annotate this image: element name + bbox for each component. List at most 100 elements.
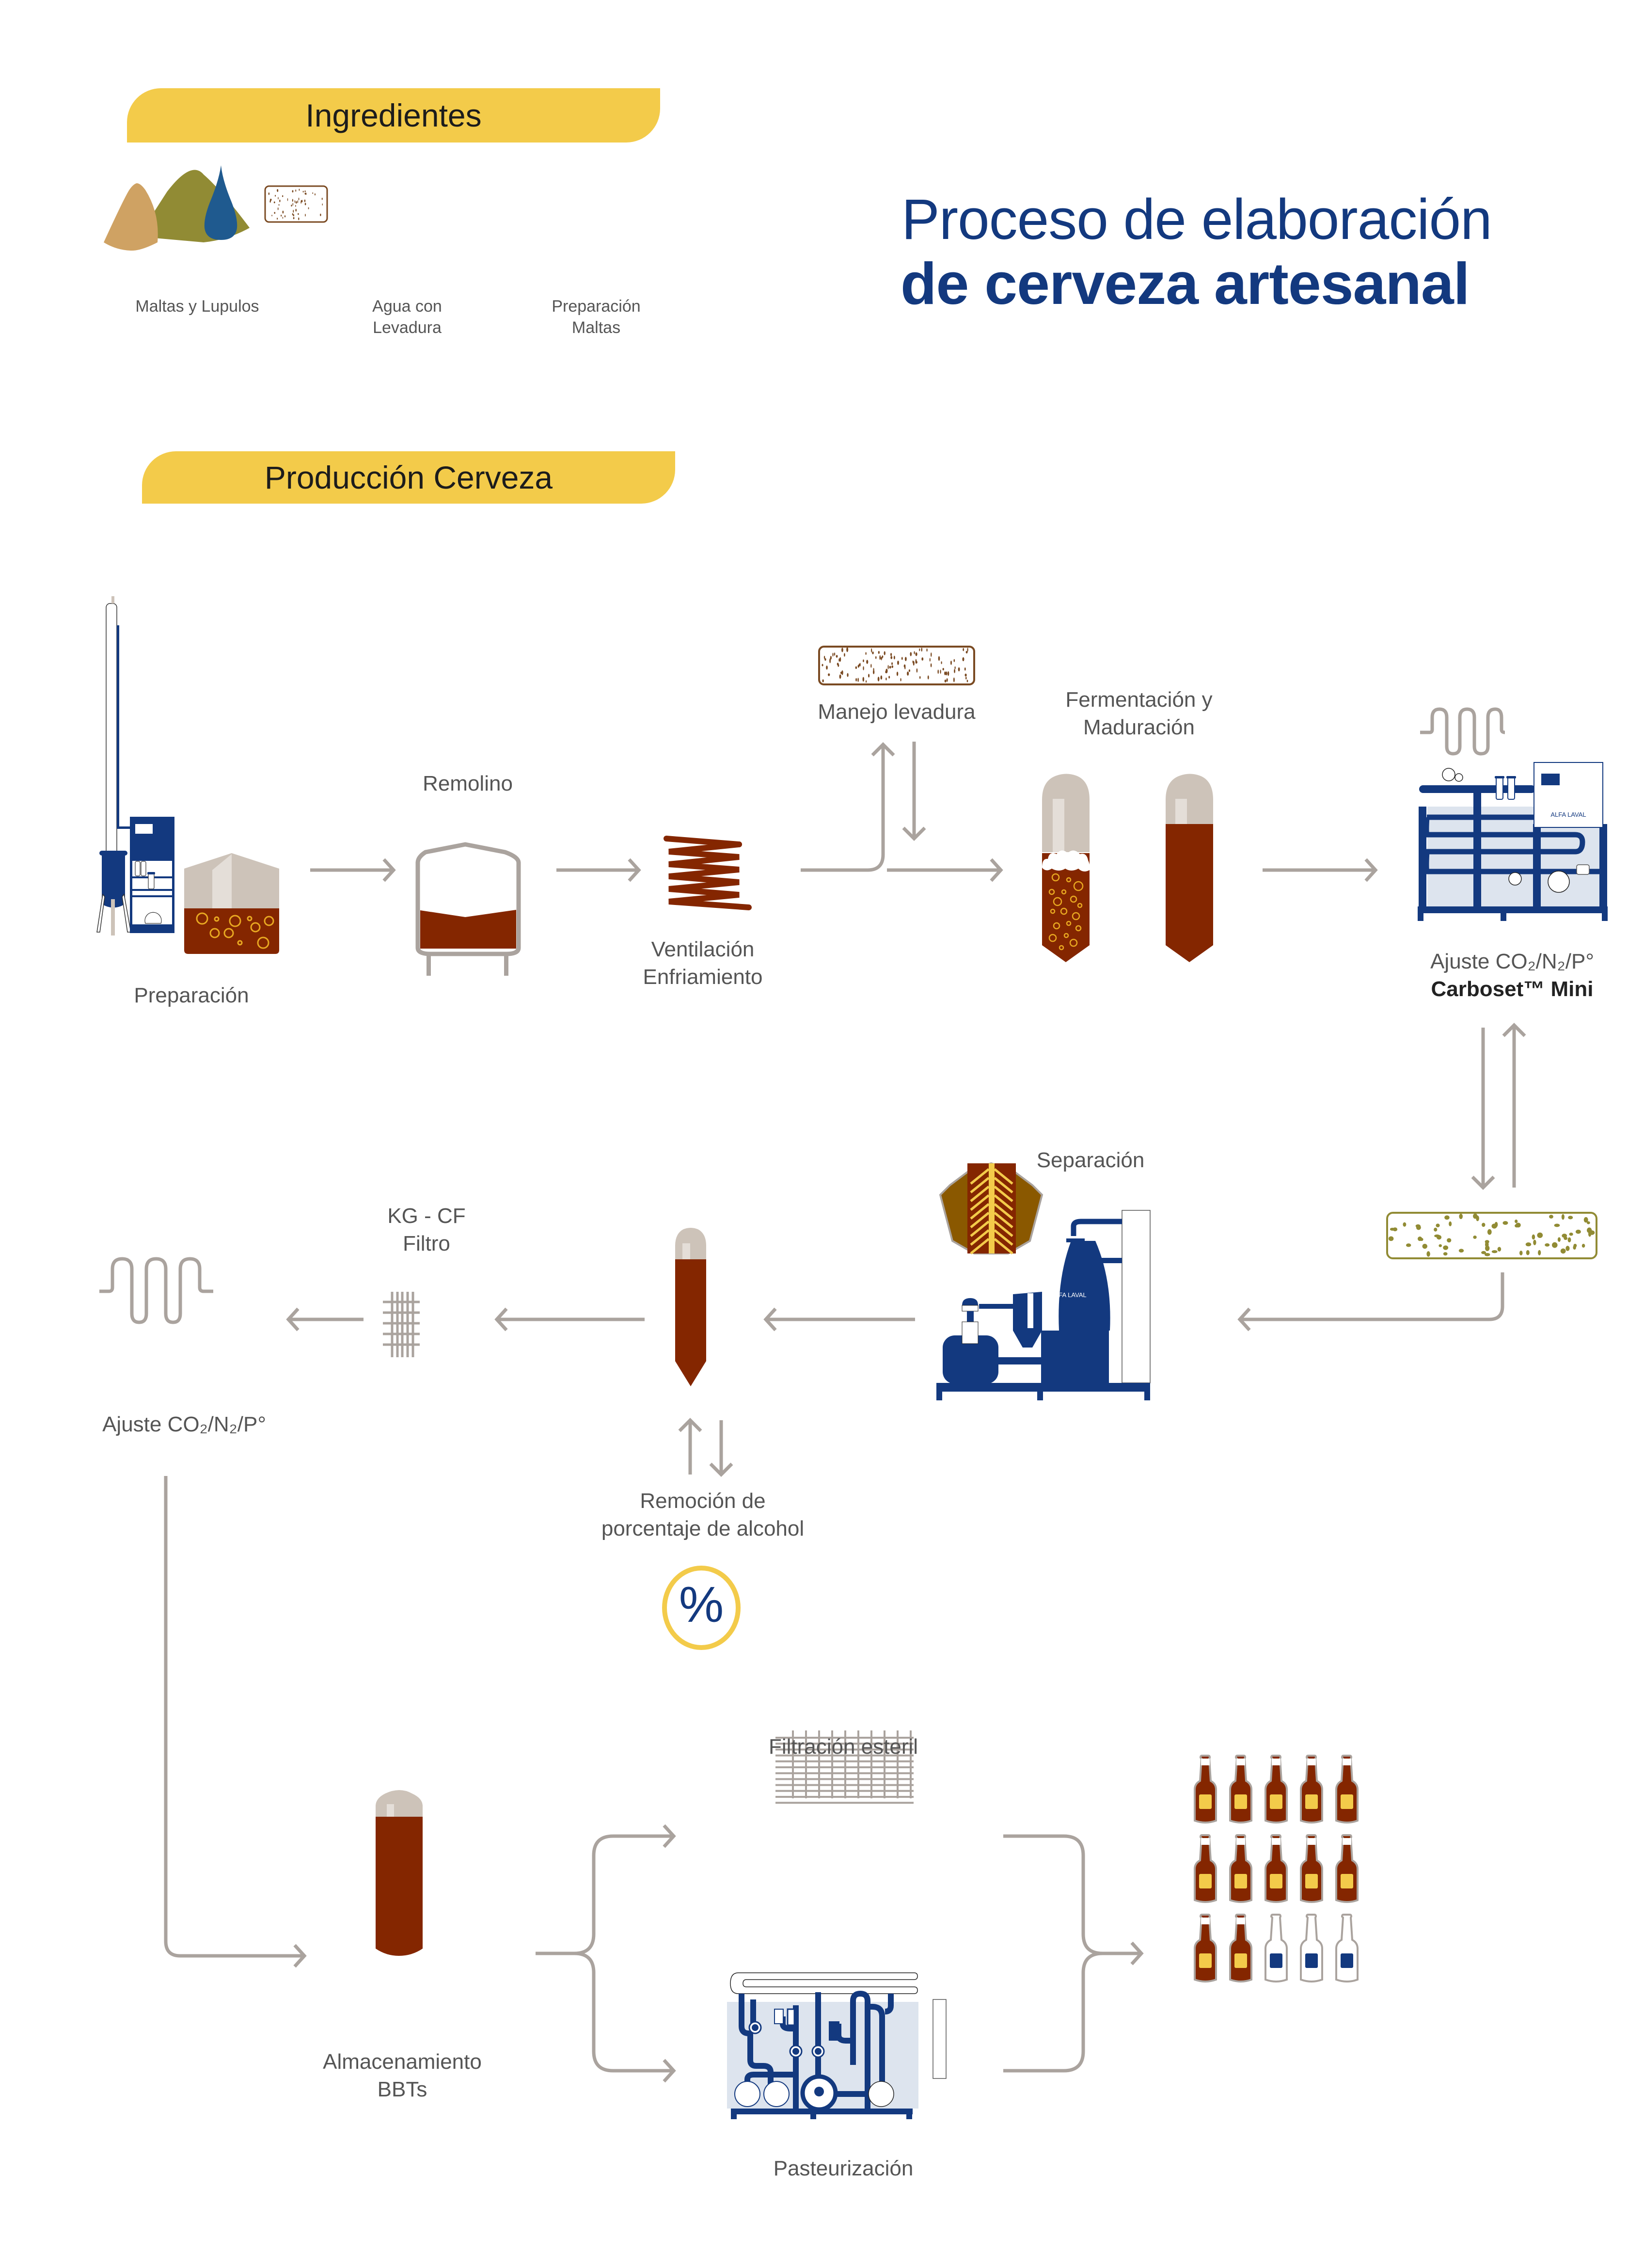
bottle-neck-air bbox=[1236, 1918, 1245, 1924]
speck bbox=[1526, 1250, 1530, 1255]
bottle-label bbox=[1341, 1794, 1353, 1809]
speck bbox=[823, 655, 825, 659]
speck bbox=[847, 673, 849, 677]
speck bbox=[964, 667, 966, 671]
bottle-body bbox=[1194, 1755, 1217, 1824]
serpentine-pipe-icon-left bbox=[99, 1257, 213, 1324]
speck bbox=[1554, 1223, 1560, 1227]
bottle-label bbox=[1270, 1953, 1282, 1968]
speck bbox=[1538, 1250, 1541, 1255]
speck bbox=[299, 189, 300, 191]
speck bbox=[844, 653, 845, 657]
label-ventilacion-enfriamiento: Ventilación Enfriamiento bbox=[623, 936, 783, 991]
bottle-label bbox=[1305, 1874, 1318, 1888]
arrow-yeast-to-separacion bbox=[1237, 1272, 1504, 1332]
label-remolino: Remolino bbox=[388, 770, 548, 797]
bottle-neck-air bbox=[1343, 1759, 1351, 1765]
speck bbox=[1586, 1221, 1590, 1224]
beer-bottle-icon bbox=[1194, 1914, 1217, 1983]
beer-bottle-icon bbox=[1229, 1755, 1252, 1824]
speck bbox=[965, 677, 967, 680]
sterile-filter-icon bbox=[775, 1730, 914, 1804]
speck bbox=[1552, 1242, 1558, 1248]
speck bbox=[958, 667, 960, 672]
bottle-label bbox=[1270, 1794, 1282, 1809]
disc-line bbox=[994, 1177, 1013, 1193]
speck bbox=[872, 651, 874, 654]
speck bbox=[1459, 1213, 1463, 1220]
speck bbox=[1390, 1227, 1395, 1231]
arrow-remolino-ventilacion bbox=[556, 858, 641, 882]
speck bbox=[1426, 1251, 1430, 1257]
speck bbox=[274, 212, 276, 214]
carboset-mini-unit-icon: ALFA LAVAL bbox=[1418, 762, 1608, 921]
arrow-to-manejo-levadura bbox=[801, 742, 895, 872]
bottle-label bbox=[1199, 1874, 1212, 1888]
speck bbox=[953, 677, 955, 682]
label-line1: Fermentación y bbox=[1065, 688, 1213, 712]
yeast-culture-icon bbox=[1386, 1212, 1597, 1259]
bottle-neck-air bbox=[1201, 1918, 1210, 1924]
alfa-laval-logo: ALFA LAVAL bbox=[1550, 811, 1586, 818]
speck bbox=[293, 217, 295, 220]
fermentation-tank-icon bbox=[1042, 774, 1090, 962]
speck bbox=[304, 203, 306, 206]
bottle-label bbox=[1270, 1874, 1282, 1888]
speck bbox=[1484, 1253, 1490, 1256]
speck bbox=[945, 671, 948, 676]
speck bbox=[304, 192, 306, 195]
bottle-neck-air bbox=[1307, 1759, 1316, 1765]
speck bbox=[919, 648, 920, 651]
beer-bottle-icon bbox=[1229, 1834, 1252, 1903]
speck bbox=[963, 648, 964, 651]
speck bbox=[1519, 1251, 1523, 1255]
speck bbox=[321, 197, 323, 200]
speck bbox=[875, 656, 877, 659]
speck bbox=[277, 207, 279, 210]
speck bbox=[275, 195, 276, 197]
speck bbox=[863, 666, 864, 670]
speck bbox=[885, 670, 887, 673]
speck bbox=[292, 199, 293, 202]
ingredient-label-line1: Preparación bbox=[552, 297, 641, 316]
speck bbox=[841, 670, 843, 675]
label-line2: Filtro bbox=[403, 1232, 450, 1256]
speck bbox=[868, 674, 870, 678]
ingredient-label-agua: Agua con Levadura bbox=[339, 296, 475, 338]
ingredient-label-text: Maltas y Lupulos bbox=[135, 297, 259, 316]
speck bbox=[301, 200, 303, 203]
yeast-handling-icon bbox=[818, 646, 975, 685]
arrow-remocion-up bbox=[678, 1418, 702, 1475]
brewhouse-equipment-icon bbox=[96, 596, 174, 936]
bottle-neck-air bbox=[1201, 1759, 1210, 1765]
speck bbox=[947, 671, 949, 676]
speck bbox=[305, 214, 306, 217]
bottle-body bbox=[1300, 1755, 1323, 1824]
bbt-storage-tank-icon bbox=[376, 1790, 423, 1956]
bottle-label bbox=[1234, 1953, 1247, 1968]
bottle-neck-air bbox=[1272, 1759, 1280, 1765]
speck bbox=[292, 190, 294, 193]
speck bbox=[271, 214, 272, 217]
speck bbox=[1443, 1252, 1448, 1256]
speck bbox=[1458, 1249, 1464, 1253]
bottle-neck-air bbox=[1236, 1759, 1245, 1765]
speck bbox=[946, 678, 948, 682]
speck bbox=[881, 657, 883, 660]
maturation-tank-icon bbox=[1166, 774, 1213, 962]
speck bbox=[965, 650, 968, 654]
speck bbox=[1561, 1214, 1565, 1220]
speck bbox=[914, 651, 915, 654]
label-line2: Maduración bbox=[1083, 715, 1195, 740]
speck bbox=[891, 662, 893, 665]
arrow-to-fermentacion bbox=[887, 858, 1003, 882]
pasteurizer-unit-icon bbox=[727, 1972, 947, 2119]
speck bbox=[281, 214, 282, 217]
label-line2: BBTs bbox=[377, 2078, 427, 2102]
speck bbox=[277, 189, 278, 191]
arrow-preparacion-remolino bbox=[310, 858, 396, 882]
carboset-mini-label: Carboset™ Mini bbox=[1431, 977, 1594, 1001]
speck bbox=[866, 660, 869, 664]
disc-line bbox=[970, 1177, 990, 1193]
bottle-body bbox=[1229, 1834, 1252, 1903]
